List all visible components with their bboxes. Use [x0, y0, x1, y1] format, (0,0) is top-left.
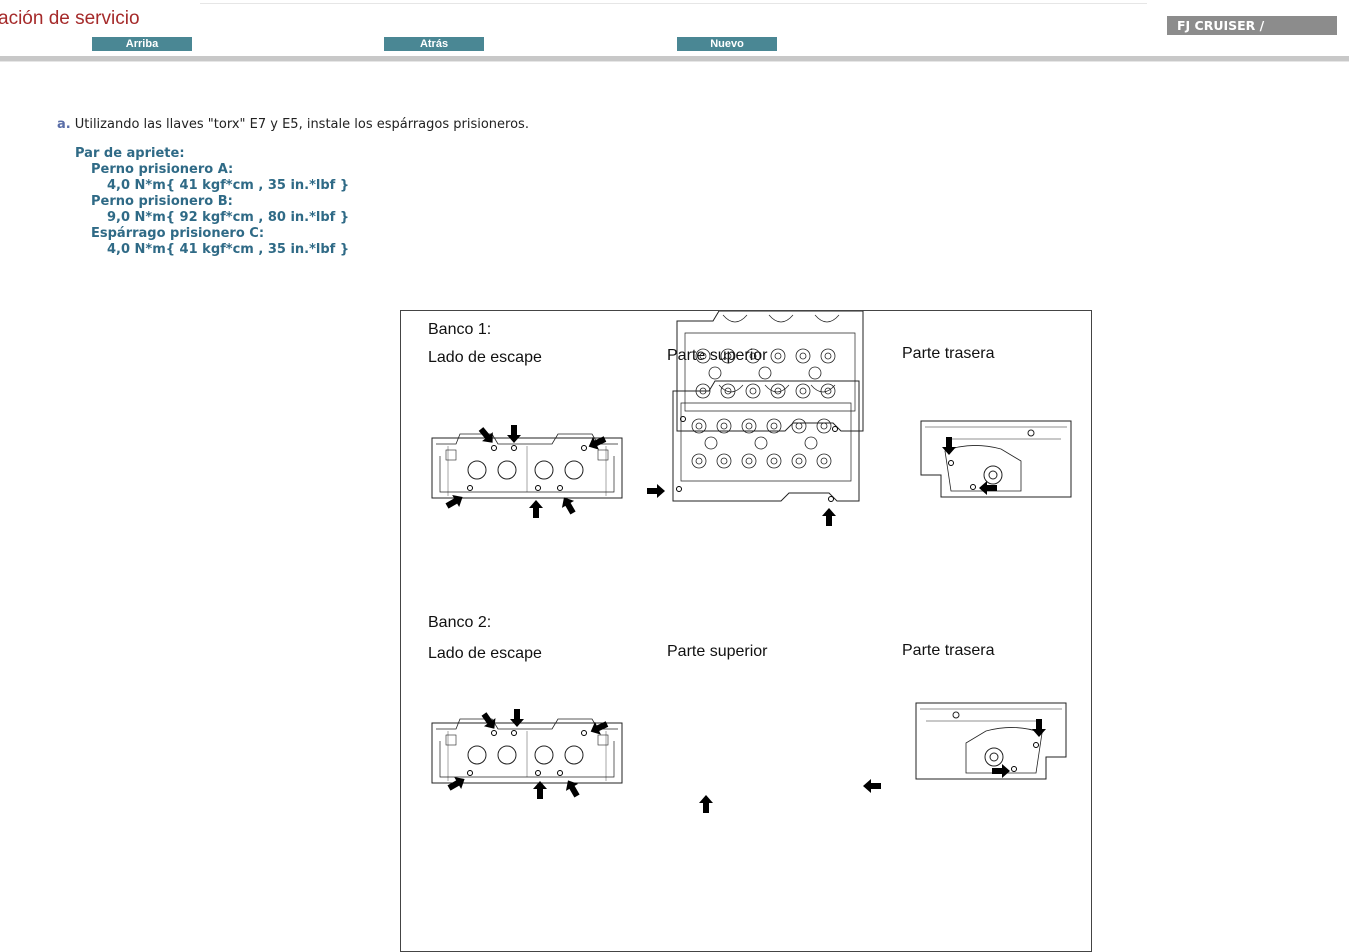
torque-heading: Par de apriete: [75, 146, 185, 161]
bank1-top-label: Parte superior [667, 347, 768, 364]
page-title: ación de servicio [0, 8, 140, 29]
bank2-title: Banco 2: [428, 614, 492, 631]
bank1-rear-label: Parte trasera [902, 345, 995, 362]
cylinder-head-drawings [431, 311, 1072, 813]
torque-item-a-name: Perno prisionero A: [91, 162, 234, 177]
torque-item-c-name: Espárrago prisionero C: [91, 226, 265, 241]
bank2-side-label: Lado de escape [428, 645, 542, 662]
bank1-side-label: Lado de escape [428, 349, 542, 366]
step-instruction: a.Utilizando las llaves "torx" E7 y E5, … [57, 117, 529, 132]
torque-item-c-value: 4,0 N*m{ 41 kgf*cm , 35 in.*lbf } [107, 242, 350, 257]
torque-item-b-name: Perno prisionero B: [91, 194, 233, 209]
torque-item-b-value: 9,0 N*m{ 92 kgf*cm , 80 in.*lbf } [107, 210, 350, 225]
new-button[interactable]: Nuevo [677, 37, 777, 51]
installation-diagram: Banco 1: Lado de escape Parte superior P… [400, 310, 1092, 952]
up-button[interactable]: Arriba [92, 37, 192, 51]
torque-item-a-value: 4,0 N*m{ 41 kgf*cm , 35 in.*lbf } [107, 178, 350, 193]
model-badge: FJ CRUISER / [1167, 16, 1337, 35]
back-button[interactable]: Atrás [384, 37, 484, 51]
bank2-rear-label: Parte trasera [902, 642, 995, 659]
step-text: Utilizando las llaves "torx" E7 y E5, in… [74, 117, 529, 132]
header-divider [0, 56, 1349, 62]
bank1-title: Banco 1: [428, 321, 492, 338]
bank2-top-label: Parte superior [667, 643, 768, 660]
step-label: a. [57, 117, 71, 132]
top-divider [200, 3, 1147, 4]
